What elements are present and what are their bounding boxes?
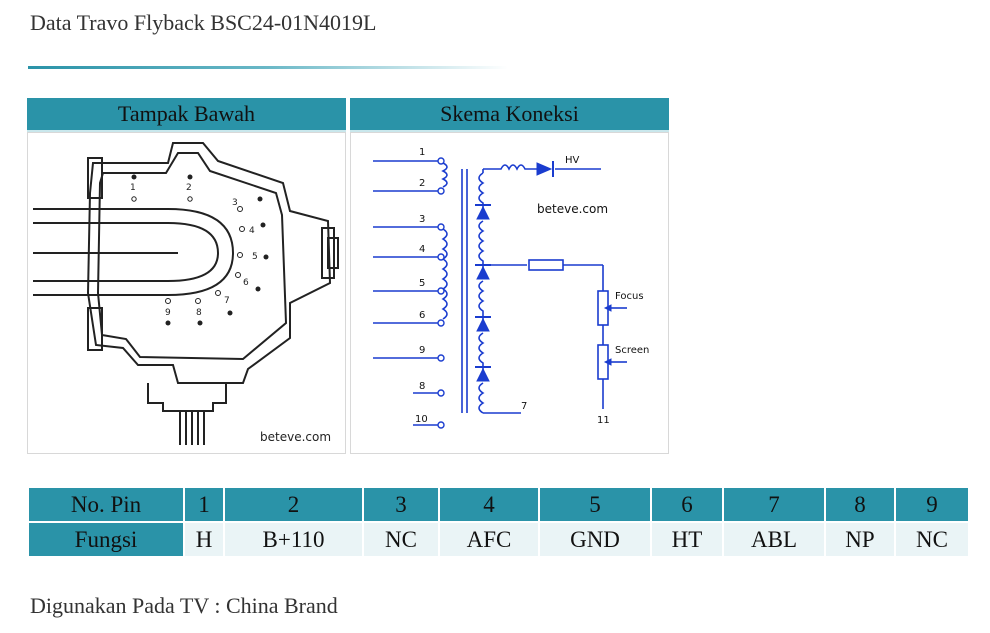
bottom-view-header: Tampak Bawah	[27, 98, 346, 132]
pin-label-2: 2	[186, 183, 192, 193]
schematic-pin-7: 7	[521, 401, 527, 412]
schematic-pin-4: 4	[419, 244, 425, 255]
function-cell: H	[185, 523, 223, 556]
function-cell: B+110	[225, 523, 362, 556]
function-cell: GND	[540, 523, 650, 556]
title-divider	[28, 66, 508, 69]
schematic-pin-5: 5	[419, 278, 425, 289]
schematic-panel: 1 2 3 4 5 6 9 8 10 7 11 HV Focus Screen …	[350, 132, 669, 454]
pin-cell: 9	[896, 488, 968, 521]
screen-label: Screen	[615, 345, 649, 356]
page-title: Data Travo Flyback BSC24-01N4019L	[30, 10, 377, 35]
pin-label-1: 1	[130, 183, 136, 193]
watermark: beteve.com	[537, 202, 608, 216]
function-cell: NP	[826, 523, 894, 556]
focus-label: Focus	[615, 291, 644, 302]
pin-number-row: No. Pin 1 2 3 4 5 6 7 8 9	[29, 488, 968, 521]
schematic-header: Skema Koneksi	[350, 98, 669, 132]
pin-cell: 3	[364, 488, 438, 521]
row-header-pin: No. Pin	[29, 488, 183, 521]
schematic-pin-1: 1	[419, 147, 425, 158]
pin-label-6: 6	[243, 278, 249, 288]
pin-cell: 7	[724, 488, 824, 521]
pin-function-table: No. Pin 1 2 3 4 5 6 7 8 9 Fungsi H B+110…	[27, 486, 970, 558]
pin-label-8: 8	[196, 308, 202, 318]
usage-note: Digunakan Pada TV : China Brand	[30, 593, 338, 618]
schematic-pin-2: 2	[419, 178, 425, 189]
pin-label-7: 7	[224, 296, 230, 306]
pin-cell: 1	[185, 488, 223, 521]
function-cell: AFC	[440, 523, 538, 556]
schematic-pin-8: 8	[419, 381, 425, 392]
function-cell: NC	[364, 523, 438, 556]
pin-label-9: 9	[165, 308, 171, 318]
function-row: Fungsi H B+110 NC AFC GND HT ABL NP NC	[29, 523, 968, 556]
watermark: beteve.com	[260, 430, 331, 444]
schematic-pin-10: 10	[415, 414, 428, 425]
schematic-pin-9: 9	[419, 345, 425, 356]
pin-cell: 2	[225, 488, 362, 521]
pin-label-3: 3	[232, 198, 238, 208]
schematic-pin-6: 6	[419, 310, 425, 321]
pin-cell: 5	[540, 488, 650, 521]
pin-cell: 4	[440, 488, 538, 521]
hv-label: HV	[565, 155, 580, 166]
schematic-pin-11: 11	[597, 415, 610, 426]
flyback-bottom-view-drawing: 1 2 3 4 5 6 7 8 9 beteve.com	[33, 142, 339, 445]
function-cell: ABL	[724, 523, 824, 556]
pin-cell: 6	[652, 488, 722, 521]
function-cell: HT	[652, 523, 722, 556]
connection-schematic-drawing: 1 2 3 4 5 6 9 8 10 7 11 HV Focus Screen …	[373, 147, 649, 429]
pin-label-4: 4	[249, 226, 255, 236]
row-header-function: Fungsi	[29, 523, 183, 556]
pin-cell: 8	[826, 488, 894, 521]
function-cell: NC	[896, 523, 968, 556]
schematic-pin-3: 3	[419, 214, 425, 225]
bottom-view-panel: 1 2 3 4 5 6 7 8 9 beteve.com	[27, 132, 346, 454]
pin-label-5: 5	[252, 252, 258, 262]
